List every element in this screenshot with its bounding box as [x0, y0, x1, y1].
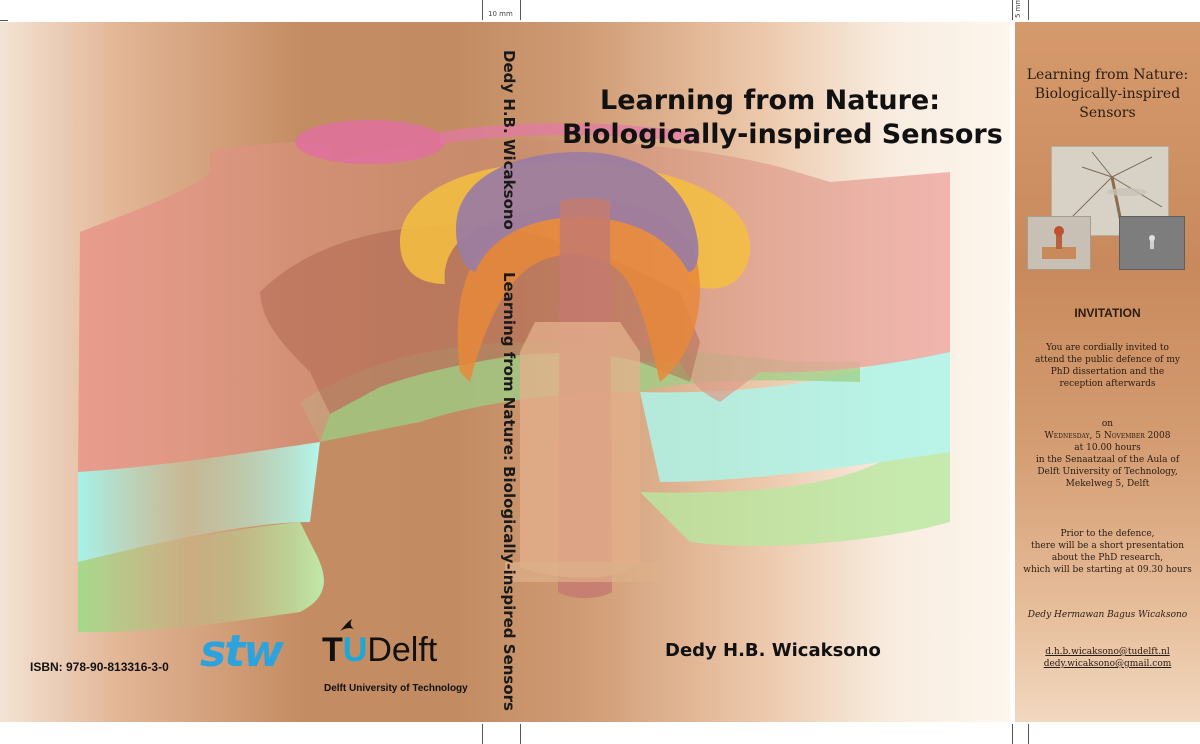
cyan-layer-right [640, 352, 950, 482]
fold-width-label: 5 mm [1014, 0, 1022, 18]
cover-title-line2: Biologically-inspired Sensors [562, 119, 1003, 150]
invitation-on: on [1101, 419, 1114, 429]
book-cover: Learning from Nature: Biologically-inspi… [0, 22, 1010, 722]
invitation-text-line: reception afterwards [1059, 379, 1156, 389]
crop-mark [1028, 0, 1029, 20]
sensor-model-photo [1027, 216, 1091, 270]
cyan-layer [78, 442, 320, 562]
invitation-panel: Learning from Nature: Biologically-inspi… [1015, 22, 1200, 722]
invitation-text-line: Mekelweg 5, Delft [1065, 479, 1150, 489]
invitation-text-line: in the Senaatzaal of the Aula of [1035, 455, 1180, 465]
crop-mark [482, 0, 483, 20]
invitation-title-line: Learning from Nature: [1026, 67, 1189, 83]
crop-mark [482, 724, 483, 744]
crop-mark [1012, 0, 1013, 20]
sensor-housing [520, 322, 640, 578]
tudelft-logo-t: T [322, 631, 343, 669]
orange-arch [457, 200, 700, 382]
sensor-cross-section-illustration [78, 120, 950, 633]
crop-mark [520, 0, 521, 20]
invitation-text-line: at 10.00 hours [1074, 443, 1141, 453]
invitation-text-line: about the PhD research, [1051, 553, 1164, 563]
invitation-title: Learning from Nature: Biologically-inspi… [1015, 66, 1200, 123]
invitation-text-line: which will be starting at 09.30 hours [1023, 565, 1192, 575]
green-layer [78, 522, 324, 633]
spine-author: Dedy H.B. Wicaksono [500, 50, 518, 230]
email-link[interactable]: d.h.b.wicaksono@tudelft.nl [1045, 647, 1170, 657]
email-link[interactable]: dedy.wicaksono@gmail.com [1043, 659, 1172, 669]
invitation-text-line: PhD dissertation and the [1050, 367, 1165, 377]
green-layer-right [640, 452, 950, 546]
sem-photo [1119, 216, 1185, 270]
invitation-text-line: You are cordially invited to [1046, 343, 1169, 353]
crop-mark [0, 20, 8, 21]
invitation-paragraph-1: You are cordially invited to attend the … [1015, 342, 1200, 390]
invitation-title-line: Sensors [1079, 105, 1136, 121]
invitation-paragraph-2: on Wednesday, 5 November 2008 at 10.00 h… [1015, 418, 1200, 490]
invitation-text-line: there will be a short presentation [1030, 541, 1185, 551]
invitation-date: Wednesday, 5 November 2008 [1044, 431, 1171, 441]
invitation-title-line: Biologically-inspired [1034, 86, 1181, 102]
tudelft-logo-u: U [342, 631, 368, 669]
invitation-text-line: attend the public defence of my [1035, 355, 1180, 365]
invitation-text-line: Delft University of Technology, [1037, 467, 1178, 477]
spine-width-label: 10 mm [488, 10, 513, 18]
magenta-ridge [440, 123, 700, 144]
cover-title-line1: Learning from Nature: [600, 85, 940, 116]
magenta-dome-left [295, 120, 445, 164]
invitation-heading: INVITATION [1074, 306, 1141, 320]
tudelft-subtitle: Delft University of Technology [324, 683, 468, 694]
stw-logo: stw [200, 626, 284, 677]
invitation-paragraph-3: Prior to the defence, there will be a sh… [1015, 528, 1200, 576]
crop-mark [1012, 724, 1013, 744]
crop-mark [1028, 724, 1029, 744]
tudelft-logo: TUDelft [322, 630, 437, 670]
crop-mark [520, 724, 521, 744]
isbn: ISBN: 978-90-813316-3-0 [30, 660, 169, 674]
cover-author: Dedy H.B. Wicaksono [665, 640, 881, 661]
invitation-signature: Dedy Hermawan Bagus Wicaksono [1027, 610, 1188, 620]
invitation-emails: d.h.b.wicaksono@tudelft.nl dedy.wicakson… [1015, 646, 1200, 670]
spine-title: Learning from Nature: Biologically-inspi… [500, 272, 518, 711]
invitation-text-line: Prior to the defence, [1060, 529, 1155, 539]
sensor-base [505, 562, 660, 582]
tudelft-flame-icon [338, 617, 354, 631]
tudelft-logo-delft: Delft [367, 631, 438, 669]
